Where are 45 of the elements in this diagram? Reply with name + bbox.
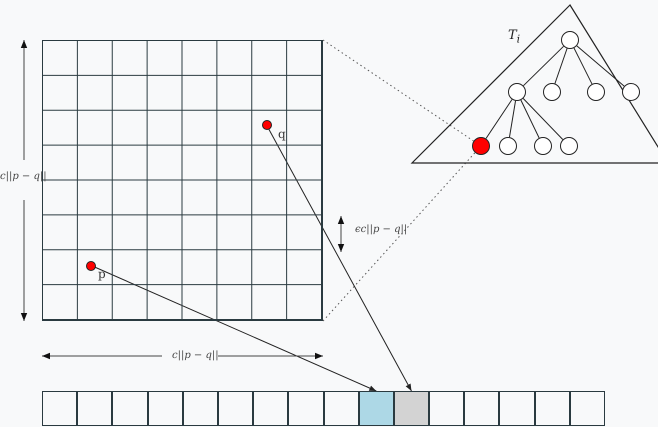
tree-edge [574, 48, 592, 84]
point-label: q [278, 128, 286, 140]
tree-edge [522, 46, 564, 86]
tree-node-circle [534, 137, 552, 155]
array-cell [324, 391, 359, 426]
point-marker [86, 261, 96, 271]
tree-edge [554, 48, 568, 84]
triangle-label: T$_{i}$ [508, 30, 520, 46]
tree-node-circle [472, 137, 490, 155]
array-cell [253, 391, 288, 426]
tree-edge [576, 45, 625, 87]
tree-edge [508, 100, 516, 138]
tree-node-circle [561, 31, 579, 49]
tree-node-circle [508, 83, 526, 101]
dimension-label: c||p − q|| [172, 350, 219, 362]
array-cell [429, 391, 464, 426]
tree-node-circle [587, 83, 605, 101]
tree-edge [486, 99, 512, 139]
tree-edge [520, 100, 540, 138]
tree-node-circle [560, 137, 578, 155]
array-cell [288, 391, 324, 426]
array-cell [534, 391, 570, 426]
arrow [94, 266, 377, 392]
dimension-label: ϵc||p − q|| [355, 224, 408, 236]
array-cell [570, 391, 605, 426]
array-cell [499, 391, 535, 426]
array-cell [464, 391, 500, 426]
array-cell [394, 391, 430, 426]
point-marker [262, 120, 272, 130]
point-label: p [98, 268, 106, 280]
array-cell [112, 391, 148, 426]
array-cell [77, 391, 112, 426]
tree-triangle [412, 5, 658, 163]
array-cell [358, 391, 394, 426]
array-cell [182, 391, 218, 426]
array-cell [148, 391, 183, 426]
tree-node-circle [499, 137, 517, 155]
tree-edge [522, 98, 564, 140]
tree-node-circle [622, 83, 640, 101]
array-cell [42, 391, 78, 426]
array-cell [218, 391, 254, 426]
dotted-line [322, 40, 474, 142]
dotted-line [322, 152, 476, 322]
tree-node-circle [543, 83, 561, 101]
arrow [268, 128, 412, 392]
